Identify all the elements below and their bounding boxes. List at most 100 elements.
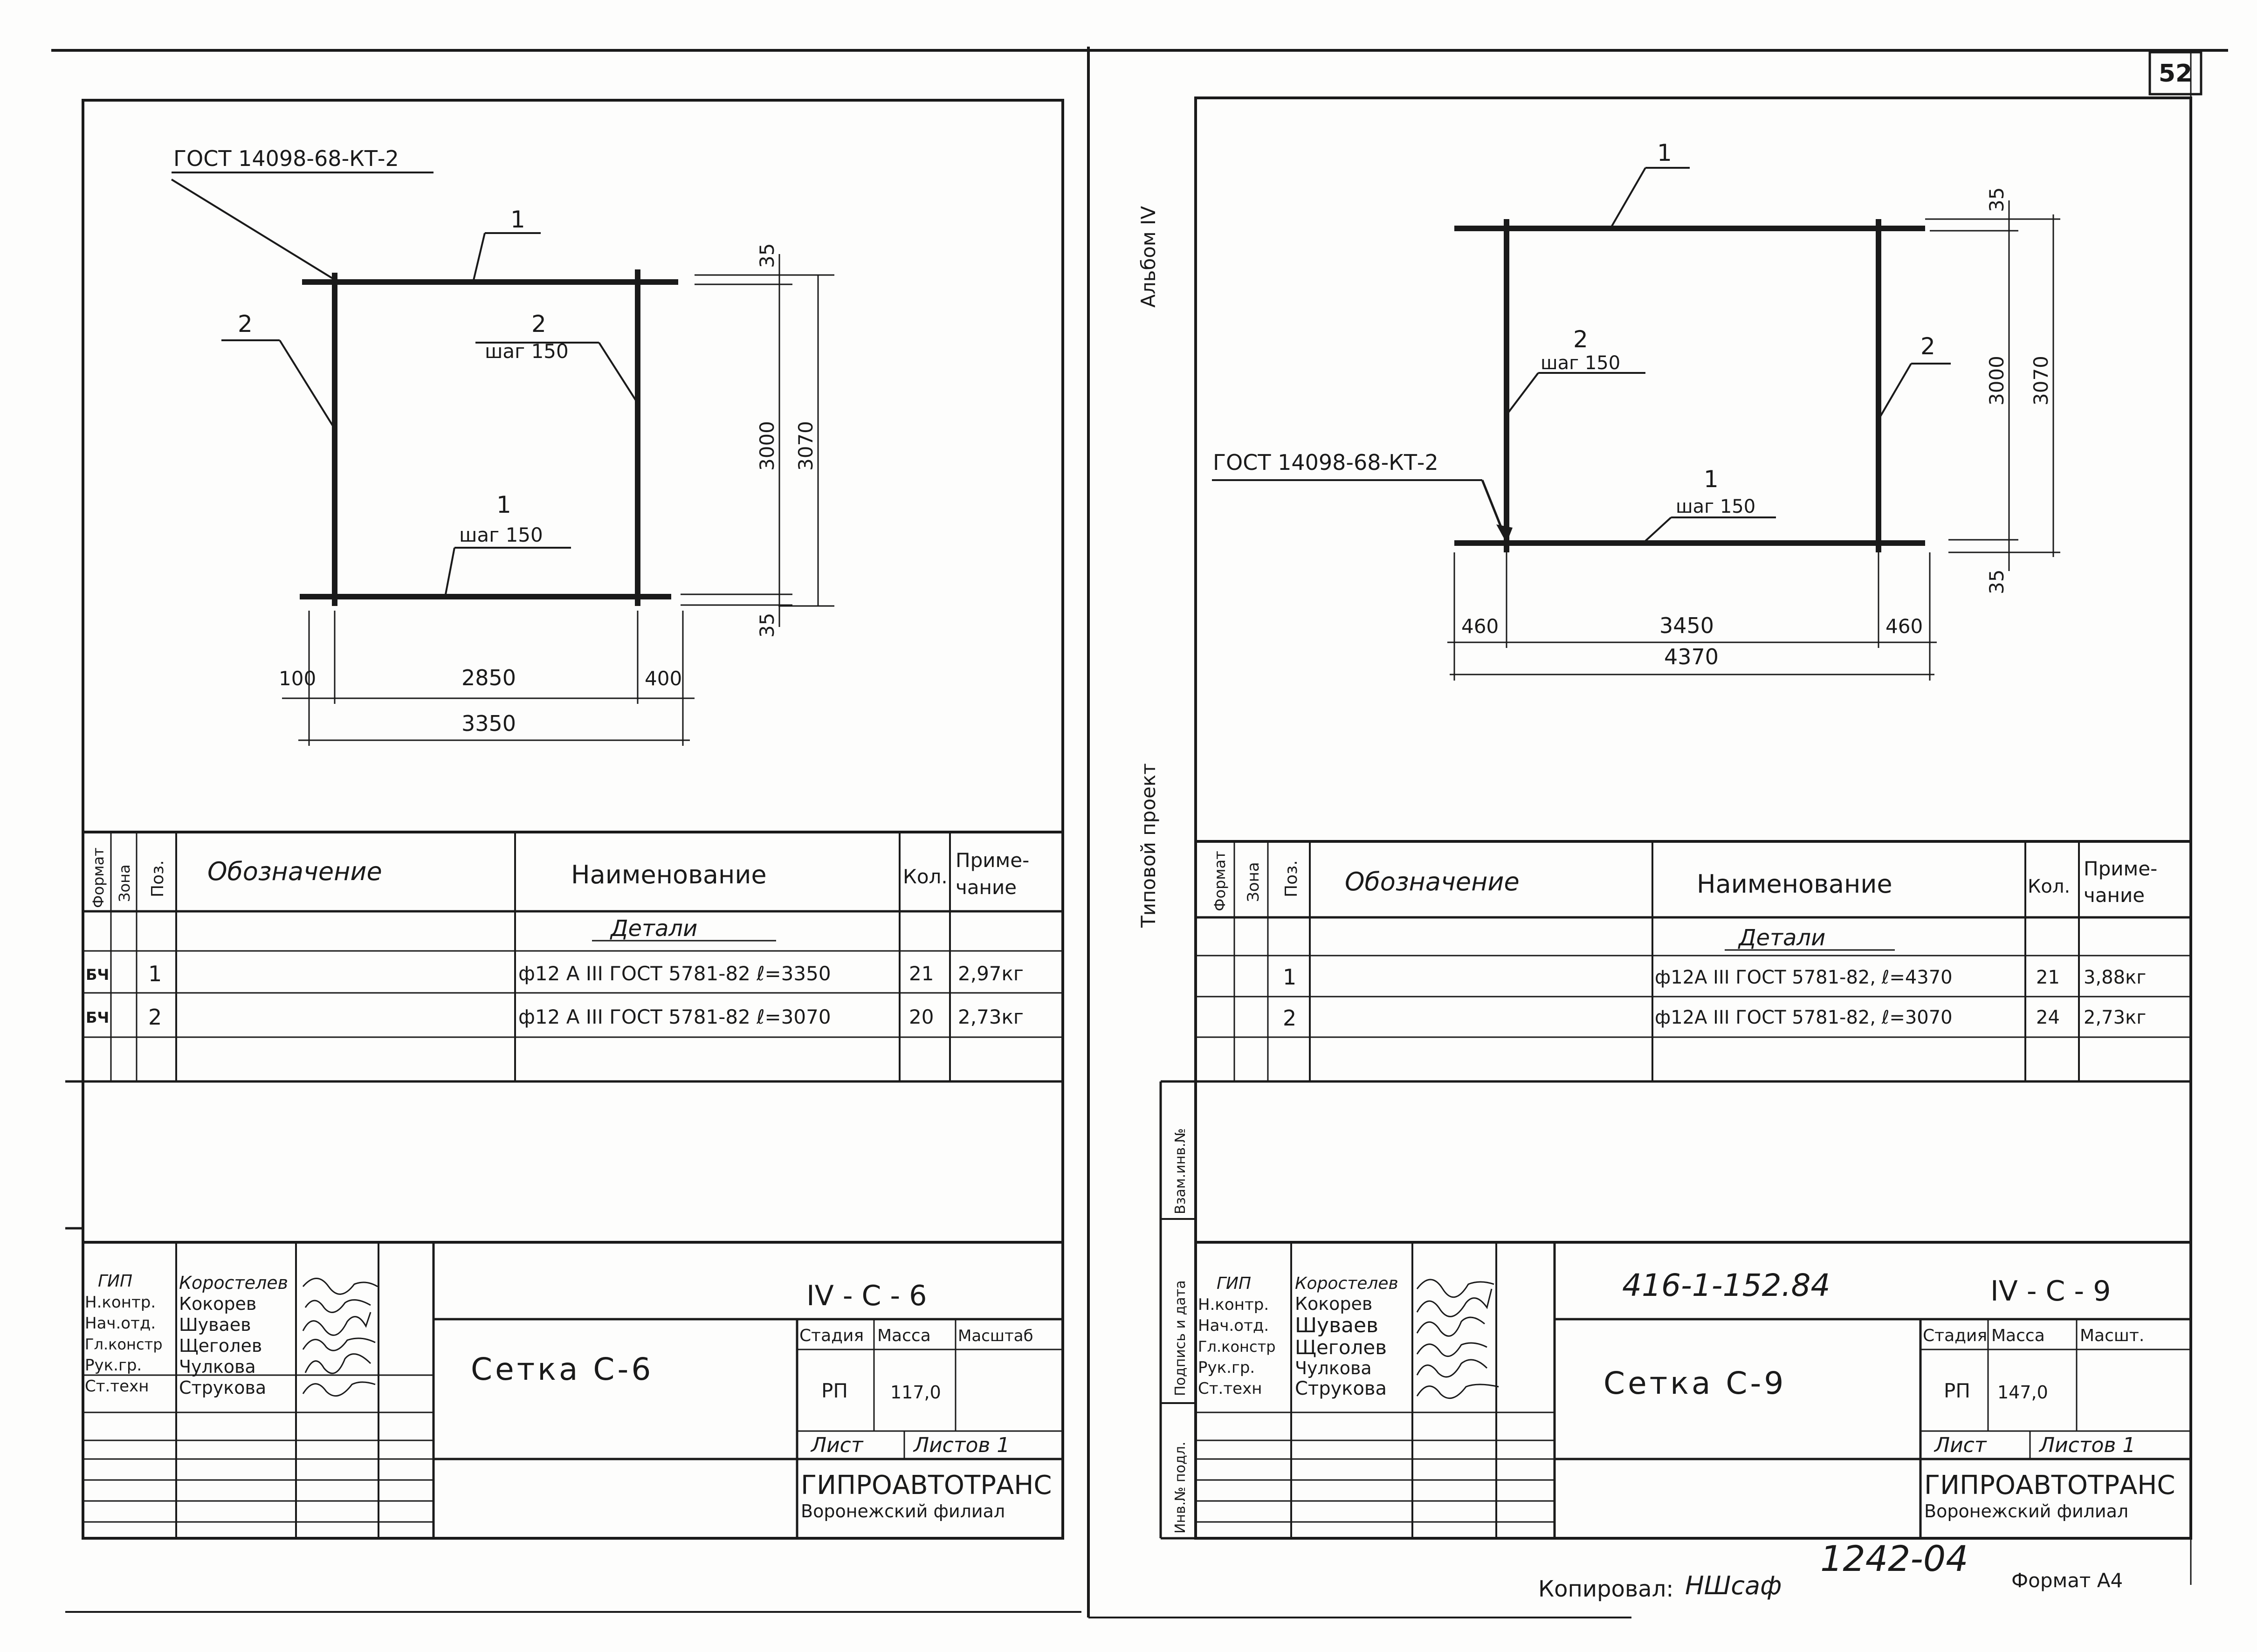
left-role-nkontr: Н.контр.: [85, 1293, 156, 1312]
margin-inv-podl: Инв.№ подл.: [1172, 1442, 1189, 1534]
right-scale-label: Масшт.: [2080, 1326, 2144, 1345]
right-role-gip: ГИП: [1217, 1274, 1251, 1293]
left-title-block: [83, 1241, 1063, 1538]
right-dim-3070: 3070: [2030, 356, 2052, 406]
left-name-shuvaev: Шуваев: [179, 1315, 251, 1335]
right-dim-460-right: 460: [1885, 615, 1923, 638]
copied-signature: НШсаф: [1685, 1571, 1782, 1600]
right-role-rukgr: Рук.гр.: [1198, 1358, 1255, 1377]
right-sheets-label: Листов 1: [2038, 1433, 2135, 1457]
left-signatures: [302, 1278, 378, 1397]
right-gost-label: ГОСТ 14098-68-КТ-2: [1213, 450, 1438, 475]
left-callout-2-right: 2: [531, 310, 546, 337]
left-col-pos: Поз.: [148, 860, 167, 897]
right-mass: 147,0: [1997, 1382, 2048, 1403]
left-callout-1-top: 1: [510, 206, 525, 233]
stamp-number: 1242-04: [1820, 1538, 1968, 1579]
left-mass: 117,0: [890, 1382, 941, 1403]
right-name-shchegolev: Щеголев: [1295, 1336, 1387, 1359]
left-scale-label: Масштаб: [958, 1327, 1033, 1345]
right-dim-3000: 3000: [1985, 356, 2008, 406]
right-col-designation: Обозначение: [1345, 867, 1520, 896]
right-dim-35-top: 35: [1985, 187, 2008, 212]
left-dim-2850: 2850: [461, 665, 516, 690]
left-col-name: Наименование: [571, 860, 767, 889]
right-dim-4370: 4370: [1664, 644, 1719, 669]
left-role-nachotd: Нач.отд.: [85, 1314, 156, 1333]
right-dim-460-left: 460: [1461, 615, 1499, 638]
left-col-note-2: чание: [956, 876, 1017, 899]
left-row1-note: 2,97кг: [958, 962, 1024, 985]
right-callout-2-right: 2: [1920, 333, 1935, 360]
copied-label: Копировал:: [1538, 1576, 1673, 1602]
left-role-gip: ГИП: [98, 1272, 132, 1291]
left-sheet-code: IV - С - 6: [806, 1280, 927, 1312]
right-project-code: 416-1-152.84: [1622, 1267, 1830, 1303]
right-branch: Воронежский филиал: [1924, 1501, 2128, 1521]
left-row1-pos: 1: [148, 961, 162, 986]
right-mass-label: Масса: [1991, 1326, 2045, 1345]
right-spec-table: [1196, 840, 2191, 1083]
right-row2-pos: 2: [1283, 1005, 1296, 1031]
left-row2-note: 2,73кг: [958, 1005, 1024, 1028]
right-col-qty: Кол.: [2028, 876, 2070, 897]
left-gost-leader: [171, 179, 336, 281]
right-frame: [1194, 96, 2192, 1540]
right-col-pos: Поз.: [1282, 860, 1301, 897]
left-dim-400: 400: [645, 667, 682, 690]
right-signatures: [1416, 1279, 1499, 1399]
right-row2-name: ф12А III ГОСТ 5781-82, ℓ=3070: [1655, 1007, 1953, 1028]
left-row2-pos: 2: [148, 1005, 162, 1030]
left-step-right: шаг 150: [485, 340, 569, 363]
left-step-leader: [598, 342, 639, 404]
right-sheet: Альбом IV Типовой проект Инв.№ подл. Под…: [1137, 96, 2192, 1540]
left-col-designation: Обозначение: [207, 857, 382, 886]
right-dim-35-bottom: 35: [1985, 570, 2008, 594]
right-row1-pos: 1: [1283, 964, 1296, 990]
left-gost-label: ГОСТ 14098-68-КТ-2: [173, 146, 399, 171]
right-org: ГИПРОАВТОТРАНС: [1924, 1470, 2175, 1501]
left-mesh-drawing: [171, 172, 834, 746]
margin-album: Альбом IV: [1137, 206, 1160, 308]
left-dim-35-top: 35: [756, 243, 778, 268]
left-dim-35-bottom: 35: [756, 613, 778, 638]
left-stage: РП: [821, 1379, 848, 1402]
right-name-korostelev: Коростелев: [1295, 1274, 1398, 1293]
left-sheet-label: Лист: [810, 1433, 864, 1457]
right-row1-note: 3,88кг: [2084, 967, 2146, 988]
right-step-left: шаг 150: [1541, 352, 1620, 374]
left-row1-format: БЧ: [86, 966, 109, 984]
right-name-strukova: Струкова: [1295, 1378, 1387, 1399]
right-sheet-code: IV - С - 9: [1990, 1275, 2111, 1308]
left-sheets-label: Листов 1: [913, 1433, 1010, 1457]
right-name-chulkova: Чулкова: [1295, 1358, 1372, 1378]
right-stage-label: Стадия: [1923, 1326, 1987, 1345]
right-mesh-drawing: [1212, 167, 2060, 681]
right-row2-note: 2,73кг: [2084, 1007, 2146, 1028]
right-row1-name: ф12А III ГОСТ 5781-82, ℓ=4370: [1655, 967, 1953, 988]
left-row1-qty: 21: [909, 962, 934, 985]
right-dim-3450: 3450: [1659, 613, 1714, 638]
right-sheet-label: Лист: [1934, 1433, 1987, 1457]
right-stage: РП: [1944, 1379, 1970, 1402]
right-role-sttekhn: Ст.техн: [1198, 1379, 1262, 1398]
right-role-glkonstr: Гл.констр: [1198, 1338, 1276, 1356]
left-name-shchegolev: Щеголев: [179, 1335, 262, 1356]
left-callout-1-bottom: 1: [496, 491, 511, 518]
left-org: ГИПРОАВТОТРАНС: [801, 1470, 1052, 1501]
left-col-zone: Зона: [116, 864, 133, 902]
right-callout-1-top: 1: [1657, 139, 1672, 166]
right-col-note-2: чание: [2084, 884, 2145, 907]
left-item-name: Сетка С-6: [471, 1351, 654, 1387]
right-col-note-1: Приме-: [2084, 857, 2157, 880]
left-col-note-1: Приме-: [956, 849, 1029, 872]
left-sheet: ГОСТ 14098-68-КТ-2 1 2 2 шаг 150 1 шаг 1…: [65, 99, 1064, 1540]
left-name-chulkova: Чулкова: [179, 1356, 256, 1377]
right-col-format: Формат: [1211, 851, 1229, 911]
right-title-block: [1196, 1241, 2191, 1538]
left-dim-100: 100: [279, 667, 316, 690]
right-col-zone: Зона: [1244, 862, 1263, 902]
right-callout-2-left: 2: [1573, 326, 1588, 353]
